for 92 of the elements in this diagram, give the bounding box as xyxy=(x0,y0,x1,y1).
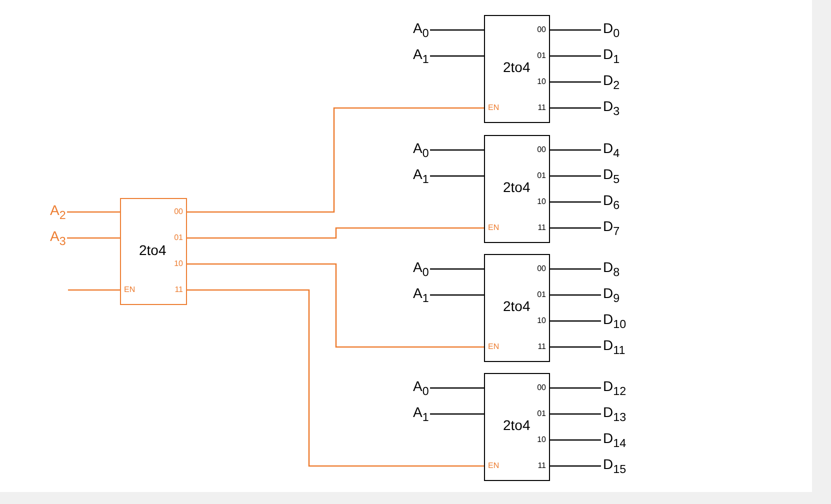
wire xyxy=(550,387,601,389)
output-label: D$_{8}$ xyxy=(603,257,620,283)
decoder-block xyxy=(484,254,550,362)
pin-label: EN xyxy=(488,103,500,112)
output-label: D$_{10}$ xyxy=(603,309,626,335)
wire xyxy=(187,289,484,467)
wire xyxy=(550,201,601,203)
decoder-label: 2to4 xyxy=(503,179,530,195)
wire xyxy=(550,413,601,415)
pin-label: 11 xyxy=(538,461,546,470)
decoder-label: 2to4 xyxy=(503,59,530,75)
input-label: A$_{1}$ xyxy=(413,402,429,428)
pin-label: 00 xyxy=(537,264,546,273)
wire xyxy=(430,149,484,151)
wire xyxy=(67,211,120,213)
pin-label: 01 xyxy=(537,290,546,299)
output-label: D$_{1}$ xyxy=(603,44,620,70)
pin-label: EN xyxy=(488,223,500,232)
decoder-block xyxy=(484,15,550,123)
pin-label: 01 xyxy=(537,171,546,180)
pin-label: 01 xyxy=(537,409,546,418)
pin-label: 00 xyxy=(537,145,546,154)
pin-label: 00 xyxy=(537,383,546,392)
wire xyxy=(550,465,601,467)
output-label: D$_{7}$ xyxy=(603,216,620,242)
wire xyxy=(430,387,484,389)
output-label: D$_{6}$ xyxy=(603,190,620,216)
output-label: D$_{13}$ xyxy=(603,402,626,428)
pin-label: 10 xyxy=(537,316,546,325)
pin-label: 10 xyxy=(537,435,546,444)
pin-label: 11 xyxy=(538,103,546,112)
pin-label: 11 xyxy=(538,342,546,351)
input-label: A$_{1}$ xyxy=(413,283,429,309)
pin-label: 10 xyxy=(174,259,183,268)
pin-label: EN xyxy=(488,342,500,351)
wire xyxy=(550,320,601,322)
pin-label: 11 xyxy=(538,223,546,232)
input-label: A$_{2}$ xyxy=(50,200,66,226)
output-label: D$_{9}$ xyxy=(603,283,620,309)
wire xyxy=(67,237,120,239)
wire xyxy=(430,175,484,177)
wire xyxy=(550,294,601,296)
pin-label: EN xyxy=(488,461,500,470)
pin-label: 10 xyxy=(537,197,546,206)
output-label: D$_{14}$ xyxy=(603,428,626,454)
output-label: D$_{11}$ xyxy=(603,335,626,361)
output-label: D$_{5}$ xyxy=(603,164,620,190)
output-label: D$_{12}$ xyxy=(603,376,626,402)
wire xyxy=(550,439,601,441)
decoder-block xyxy=(484,135,550,243)
wire xyxy=(430,29,484,31)
wire xyxy=(550,149,601,151)
decoder-label: 2to4 xyxy=(503,417,530,433)
pin-label: 11 xyxy=(174,285,183,294)
wire xyxy=(550,346,601,348)
input-label: A$_{0}$ xyxy=(413,18,429,44)
wire xyxy=(550,55,601,57)
wire xyxy=(430,55,484,57)
input-label: A$_{0}$ xyxy=(413,257,429,283)
output-label: D$_{0}$ xyxy=(603,18,620,44)
input-label: A$_{0}$ xyxy=(413,138,429,164)
input-label: A$_{3}$ xyxy=(50,226,66,252)
pin-label: 00 xyxy=(174,207,183,216)
wire xyxy=(430,294,484,296)
pin-label: 01 xyxy=(174,233,183,242)
wire xyxy=(187,263,484,348)
output-label: D$_{2}$ xyxy=(603,70,620,96)
wire xyxy=(550,268,601,270)
wire xyxy=(187,107,484,213)
wire xyxy=(430,413,484,415)
output-label: D$_{4}$ xyxy=(603,138,620,164)
wire xyxy=(550,29,601,31)
wire xyxy=(550,227,601,229)
input-label: A$_{0}$ xyxy=(413,376,429,402)
pin-label: 00 xyxy=(537,25,546,34)
output-label: D$_{15}$ xyxy=(603,454,626,480)
input-label: A$_{1}$ xyxy=(413,164,429,190)
wire xyxy=(187,227,484,239)
wire xyxy=(68,289,120,291)
wire xyxy=(550,175,601,177)
pin-label: 01 xyxy=(537,51,546,60)
wire xyxy=(430,268,484,270)
pin-label: EN xyxy=(124,285,136,294)
decoder-label: 2to4 xyxy=(139,242,166,258)
decoder-block xyxy=(120,198,187,305)
pin-label: 10 xyxy=(537,77,546,86)
output-label: D$_{3}$ xyxy=(603,96,620,122)
wire xyxy=(550,81,601,83)
wire xyxy=(550,107,601,109)
decoder-block xyxy=(484,373,550,481)
input-label: A$_{1}$ xyxy=(413,44,429,70)
decoder-label: 2to4 xyxy=(503,298,530,314)
